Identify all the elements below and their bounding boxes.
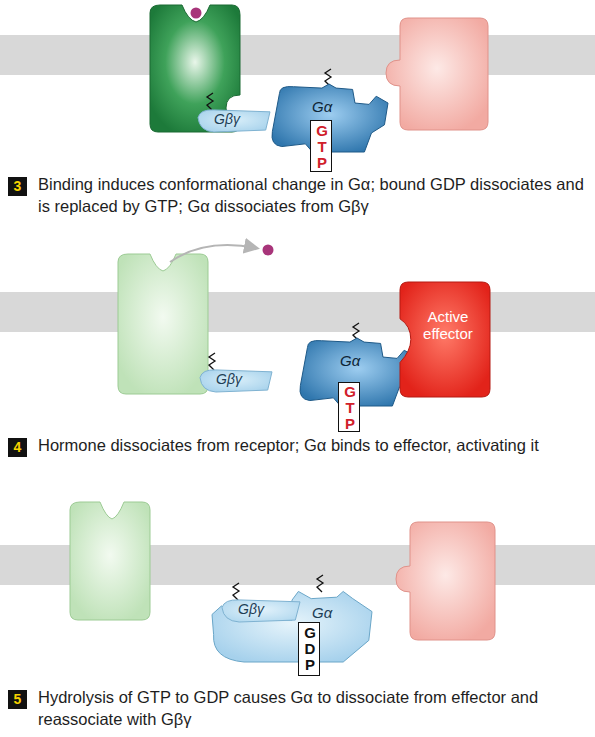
g-protein-subunit: GαGTP — [270, 84, 388, 152]
node-label: GDP — [303, 625, 317, 673]
node-label: GTP — [343, 384, 357, 432]
g-protein-subunit: Gβγ — [222, 598, 300, 622]
node-shape — [212, 591, 372, 662]
g-protein-subunit: GαGTP — [298, 338, 416, 406]
hormone — [263, 245, 274, 256]
node-shape — [200, 370, 272, 392]
node-label: Gβγ — [238, 601, 294, 617]
node-shape — [198, 110, 270, 132]
lipid-anchor — [317, 575, 323, 592]
step-caption: Hydrolysis of GTP to GDP causes Gα to di… — [38, 686, 590, 730]
lipid-anchor — [353, 323, 359, 340]
effector-inactive — [396, 522, 495, 640]
step-number: 4 — [8, 438, 27, 457]
g-protein-subunit: Gβγ — [200, 368, 272, 392]
receptor-inactive — [70, 502, 150, 620]
lipid-anchor — [233, 583, 239, 600]
membrane-band — [0, 292, 595, 332]
node-label: Gα — [312, 98, 352, 115]
membrane-band — [0, 35, 595, 75]
nucleotide-box: GTP — [310, 120, 332, 172]
node-shape — [400, 282, 490, 397]
lipid-anchor — [207, 93, 213, 110]
step-number: 5 — [8, 690, 27, 709]
node-label: Gβγ — [216, 371, 272, 387]
node-label: Active effector — [410, 308, 486, 343]
effector-box: Active effector — [400, 282, 490, 397]
node-label: Gα — [312, 604, 352, 621]
step-number: 3 — [8, 177, 27, 196]
hormone — [191, 8, 202, 19]
step-caption: Hormone dissociates from receptor; Gα bi… — [38, 434, 590, 456]
node-label: GTP — [315, 123, 329, 171]
nucleotide-box: GTP — [338, 382, 360, 432]
node-label: Gα — [340, 352, 380, 369]
nucleotide-box: GDP — [298, 622, 320, 676]
release-arrow — [170, 245, 256, 262]
effector-inactive — [386, 18, 488, 130]
node-label: Gβγ — [214, 111, 270, 127]
g-protein-subunit: Gβγ — [198, 108, 270, 132]
node-shape — [222, 600, 300, 622]
lipid-anchor — [325, 69, 331, 86]
step-caption: Binding induces conformational change in… — [38, 173, 590, 217]
lipid-anchor — [209, 353, 215, 370]
receptor-inactive — [118, 254, 208, 394]
